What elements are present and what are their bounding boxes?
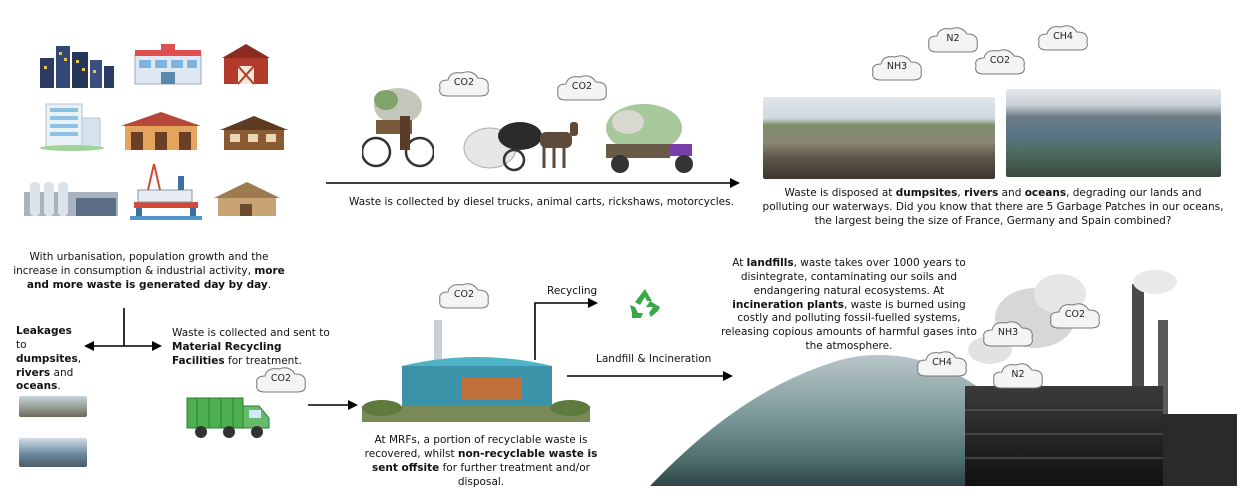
wooden-house-icon: [220, 116, 288, 150]
mrf-collection-text: Waste is collected and sent to Material …: [172, 327, 330, 367]
co2-cloud: CO2: [253, 364, 309, 396]
leakages-text: Leakages to dumpsites, rivers and oceans…: [16, 325, 82, 393]
nh3-cloud: NH3: [980, 318, 1036, 350]
barn-icon: [222, 44, 270, 85]
mrf-text: At MRFs, a portion of recyclable waste i…: [364, 434, 598, 488]
landfill-incineration-text: At landfills, waste takes over 1000 year…: [721, 257, 977, 353]
collection-text: Waste is collected by diesel trucks, ani…: [349, 196, 734, 208]
city-buildings-icon: [40, 46, 114, 88]
nh3-cloud: NH3: [869, 52, 925, 84]
co2-cloud: CO2: [1047, 300, 1103, 332]
co2-cloud: CO2: [436, 68, 492, 100]
market-stalls-icon: [121, 112, 201, 150]
rickshaw-icon: [362, 88, 434, 168]
material-recycling-facility-icon: [362, 320, 590, 422]
landfill-incinerator-illustration: [650, 270, 1237, 486]
dumpsite-landscape-photo: [763, 97, 995, 179]
disposal-text: Waste is disposed at dumpsites, rivers a…: [762, 187, 1224, 227]
co2-cloud: CO2: [436, 280, 492, 312]
ocean-pollution-photo: [19, 438, 87, 467]
n2-cloud: N2: [925, 24, 981, 56]
n2-cloud: N2: [990, 360, 1046, 392]
co2-cloud: CO2: [554, 72, 610, 104]
arrow-mrf-to-recycling: [534, 298, 598, 360]
dumpsite-photo: [19, 396, 87, 417]
ch4-cloud: CH4: [1035, 22, 1091, 54]
recycling-label: Recycling: [547, 285, 598, 297]
hospital-building-icon: [40, 103, 104, 151]
landfill-incineration-label: Landfill & Incineration: [596, 353, 712, 365]
motorcycle-cart-icon: [606, 104, 693, 173]
recycle-icon: [630, 289, 660, 318]
hut-icon: [214, 182, 280, 216]
factory-icon: [24, 182, 118, 216]
waste-generation-text: With urbanisation, population growth and…: [13, 251, 285, 291]
animal-cart-icon: [463, 122, 578, 172]
ch4-cloud: CH4: [914, 348, 970, 380]
co2-cloud: CO2: [972, 46, 1028, 78]
oil-rig-icon: [130, 163, 202, 220]
shopping-mall-icon: [134, 44, 202, 85]
garbage-truck-icon: [186, 397, 270, 438]
polluted-shore-photo: [1006, 89, 1221, 177]
